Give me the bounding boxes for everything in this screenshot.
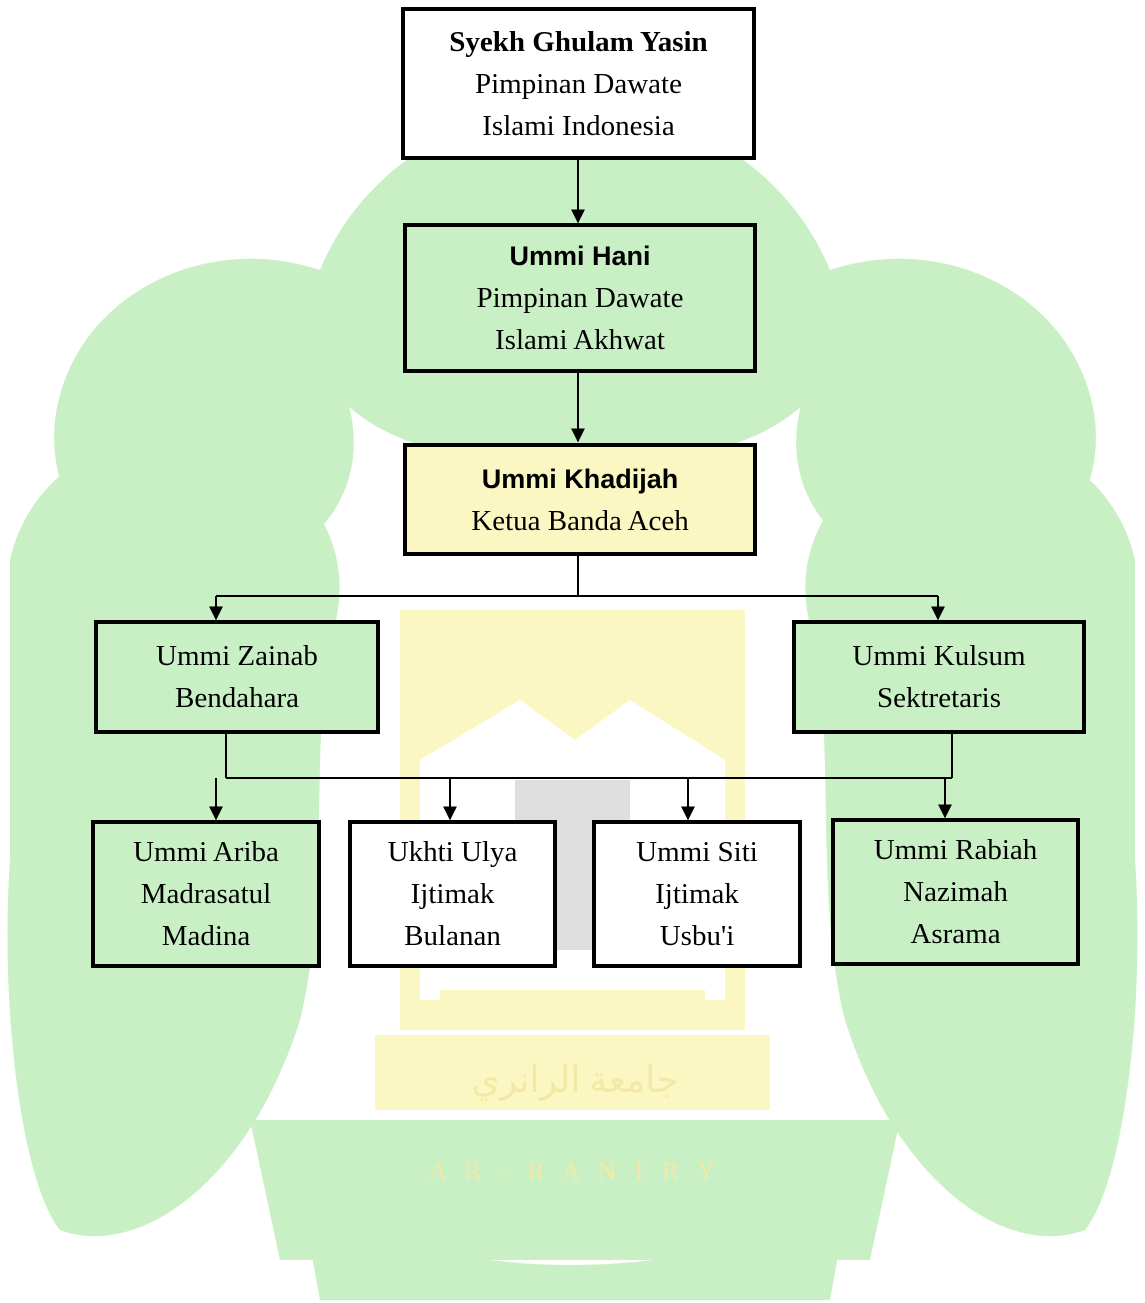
watermark-arabic-text: جامعة الرانري xyxy=(471,1060,678,1101)
node-left-line-2: Bendahara xyxy=(175,682,299,714)
node-left-line-1: Ummi Zainab xyxy=(156,640,318,672)
node-b1-line-3: Madina xyxy=(161,920,251,952)
node-right: Ummi Kulsum Sektretaris xyxy=(792,620,1086,734)
node-b4-line-2: Nazimah xyxy=(903,876,1008,908)
node-b2-line-2: Ijtimak xyxy=(410,878,495,910)
node-b1-line-1: Ummi Ariba xyxy=(133,836,279,868)
node-b4: Ummi Rabiah Nazimah Asrama xyxy=(831,818,1080,966)
node-b1-line-2: Madrasatul xyxy=(140,878,272,910)
node-level2: Ummi Hani Pimpinan Dawate Islami Akhwat xyxy=(403,223,757,373)
node-level2-line-2: Islami Akhwat xyxy=(495,324,665,356)
node-right-line-2: Sektretaris xyxy=(876,682,1001,714)
node-top-name: Syekh Ghulam Yasin xyxy=(449,25,708,58)
node-level3-name: Ummi Khadijah xyxy=(481,463,679,494)
node-b4-line-3: Asrama xyxy=(910,918,1001,950)
node-level3-line-1: Ketua Banda Aceh xyxy=(471,504,689,537)
node-top-line-1: Pimpinan Dawate xyxy=(475,67,682,100)
node-top: Syekh Ghulam Yasin Pimpinan Dawate Islam… xyxy=(401,7,756,160)
node-level3: Ummi Khadijah Ketua Banda Aceh xyxy=(403,443,757,556)
node-b2-line-1: Ukhti Ulya xyxy=(387,836,518,868)
node-top-line-2: Islami Indonesia xyxy=(482,109,675,142)
watermark-latin-text: A R - R A N I R Y xyxy=(428,1157,721,1186)
node-b3-line-1: Ummi Siti xyxy=(636,836,758,868)
node-b2-line-3: Bulanan xyxy=(404,920,501,952)
node-b3: Ummi Siti Ijtimak Usbu'i xyxy=(592,820,802,968)
node-level2-name: Ummi Hani xyxy=(509,241,651,271)
node-b1: Ummi Ariba Madrasatul Madina xyxy=(91,820,321,968)
node-b3-line-2: Ijtimak xyxy=(655,878,739,910)
node-b2: Ukhti Ulya Ijtimak Bulanan xyxy=(348,820,557,968)
node-b4-line-1: Ummi Rabiah xyxy=(873,834,1038,866)
node-left: Ummi Zainab Bendahara xyxy=(94,620,380,734)
node-b3-line-3: Usbu'i xyxy=(659,920,735,952)
node-level2-line-1: Pimpinan Dawate xyxy=(476,282,684,314)
node-right-line-1: Ummi Kulsum xyxy=(852,640,1026,672)
